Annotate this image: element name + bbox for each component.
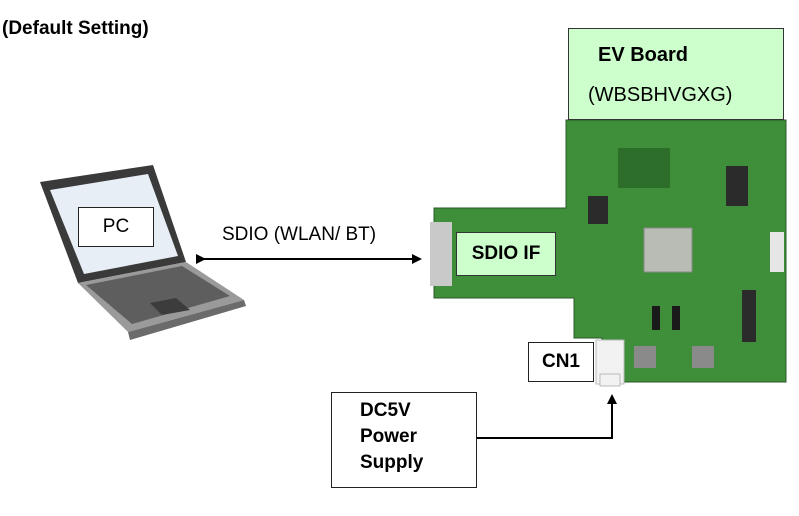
power-supply-box — [331, 392, 477, 488]
page-heading: (Default Setting) — [2, 18, 149, 39]
power-supply-line-1: DC5V — [360, 400, 411, 421]
laptop-icon — [40, 165, 246, 340]
sdio-if-label: SDIO IF — [456, 232, 556, 276]
ev-board-label-box — [568, 28, 784, 120]
cn1-label: CN1 — [528, 342, 594, 382]
power-supply-line-2: Power — [360, 426, 418, 447]
power-supply-line-3: Supply — [360, 452, 424, 473]
ev-board-model: (WBSBHVGXG) — [588, 84, 733, 106]
ev-board-title: EV Board — [598, 44, 689, 66]
pc-label: PC — [78, 207, 154, 247]
power-cable-line — [477, 394, 617, 439]
sdio-link-label: SDIO (WLAN/ BT) — [222, 224, 377, 245]
ev-board-pcb — [430, 119, 787, 387]
